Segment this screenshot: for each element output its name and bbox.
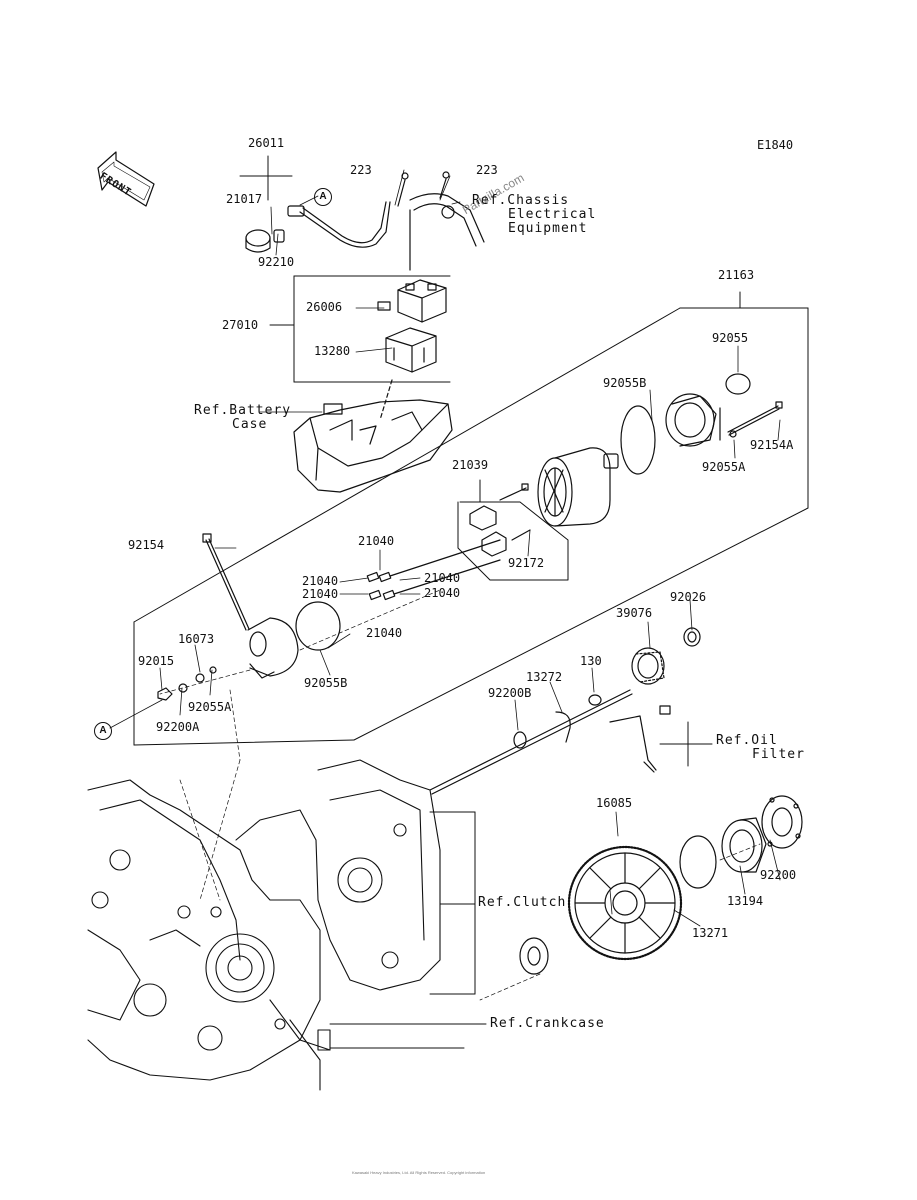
part-label-16073[interactable]: 16073	[178, 632, 215, 646]
part-label-13271[interactable]: 13271	[692, 926, 729, 940]
part-label-223-left[interactable]: 223	[350, 163, 372, 177]
bearing-92026	[683, 627, 701, 647]
part-label-39076[interactable]: 39076	[616, 606, 653, 620]
brush-holder	[469, 483, 531, 557]
part-label-92200B[interactable]: 92200B	[488, 686, 532, 700]
one-way-clutch-13194	[679, 835, 717, 889]
part-label-92026[interactable]: 92026	[670, 590, 707, 604]
starter-motor	[537, 447, 619, 527]
ref-crankcase: Ref.Crankcase	[490, 1016, 605, 1031]
part-label-92015[interactable]: 92015	[138, 654, 175, 668]
assembly-brackets	[133, 155, 809, 1049]
washer-92200A	[178, 683, 188, 693]
part-label-223-right[interactable]: 223	[476, 163, 498, 177]
brush-set	[366, 539, 501, 601]
footer-copyright: Kawasaki Heavy Industries, Ltd. All Righ…	[352, 1170, 486, 1175]
assembly-dashed-lines	[159, 589, 761, 1001]
part-label-92055[interactable]: 92055	[712, 331, 749, 345]
part-label-21163[interactable]: 21163	[718, 268, 755, 282]
crankcase	[87, 759, 441, 1091]
front-arrow-icon	[97, 151, 155, 207]
leader-lines	[109, 169, 781, 927]
ref-battery-case: Ref.Battery Case	[194, 403, 292, 432]
part-label-92200A[interactable]: 92200A	[156, 720, 200, 734]
washer-92055A-right	[729, 430, 737, 438]
end-cover	[665, 393, 721, 447]
part-label-92200[interactable]: 92200	[760, 868, 797, 882]
ref-marker-a-bottom: A	[94, 722, 112, 740]
part-label-92154[interactable]: 92154	[128, 538, 165, 552]
part-label-21040-e[interactable]: 21040	[424, 586, 461, 600]
washer-16073	[195, 673, 205, 683]
washer-13271	[519, 937, 549, 975]
through-bolt-92154A	[727, 401, 783, 436]
part-label-27010[interactable]: 27010	[222, 318, 259, 332]
part-label-130[interactable]: 130	[580, 654, 602, 668]
part-label-21017[interactable]: 21017	[226, 192, 263, 206]
ref-marker-a-top: A	[314, 188, 332, 206]
diagram-code: E1840	[757, 138, 794, 152]
clutch-hub-13194	[721, 817, 767, 873]
part-label-26006[interactable]: 26006	[306, 300, 343, 314]
part-label-92055B-top[interactable]: 92055B	[603, 376, 647, 390]
bolt-92154	[202, 533, 250, 631]
starter-cable	[287, 193, 485, 271]
o-ring-92055	[725, 373, 751, 395]
front-cover	[247, 617, 299, 679]
ref-chassis-electrical: Ref.Chassis Electrical Equipment	[472, 193, 597, 236]
part-label-21040-d[interactable]: 21040	[302, 587, 339, 601]
part-label-92055A-left[interactable]: 92055A	[188, 700, 232, 714]
part-label-92210[interactable]: 92210	[258, 255, 295, 269]
part-label-13194[interactable]: 13194	[727, 894, 764, 908]
plate-92200	[761, 795, 803, 849]
o-ring-92055B-lower	[295, 601, 341, 651]
nut-92015	[157, 687, 173, 701]
starter-button-cap	[245, 229, 285, 253]
shaft-assembly	[429, 689, 671, 795]
part-label-92055B-bottom[interactable]: 92055B	[304, 676, 348, 690]
part-label-13280[interactable]: 13280	[314, 344, 351, 358]
starter-relay	[377, 279, 447, 323]
part-label-13272[interactable]: 13272	[526, 670, 563, 684]
part-label-92154A[interactable]: 92154A	[750, 438, 794, 452]
bolt-223-left	[397, 172, 409, 207]
ref-clutch: Ref.Clutch	[478, 895, 567, 910]
part-label-21040-b[interactable]: 21040	[302, 574, 339, 588]
part-label-92055A-right[interactable]: 92055A	[702, 460, 746, 474]
starter-clutch-gear-16085	[567, 845, 683, 961]
part-label-21040-c[interactable]: 21040	[424, 571, 461, 585]
part-label-21040-a[interactable]: 21040	[358, 534, 395, 548]
relay-cover	[385, 327, 437, 373]
washer-92055A-left	[209, 666, 217, 674]
bolt-223-right	[439, 171, 450, 199]
o-ring-92055B	[620, 405, 656, 475]
battery-case	[293, 399, 453, 493]
ref-oil-filter: Ref.Oil Filter	[716, 733, 805, 762]
idle-gear-39076	[631, 647, 665, 685]
part-label-21039[interactable]: 21039	[452, 458, 489, 472]
part-label-26011[interactable]: 26011	[248, 136, 285, 150]
part-label-16085[interactable]: 16085	[596, 796, 633, 810]
part-label-92172[interactable]: 92172	[508, 556, 545, 570]
part-label-21040-f[interactable]: 21040	[366, 626, 403, 640]
